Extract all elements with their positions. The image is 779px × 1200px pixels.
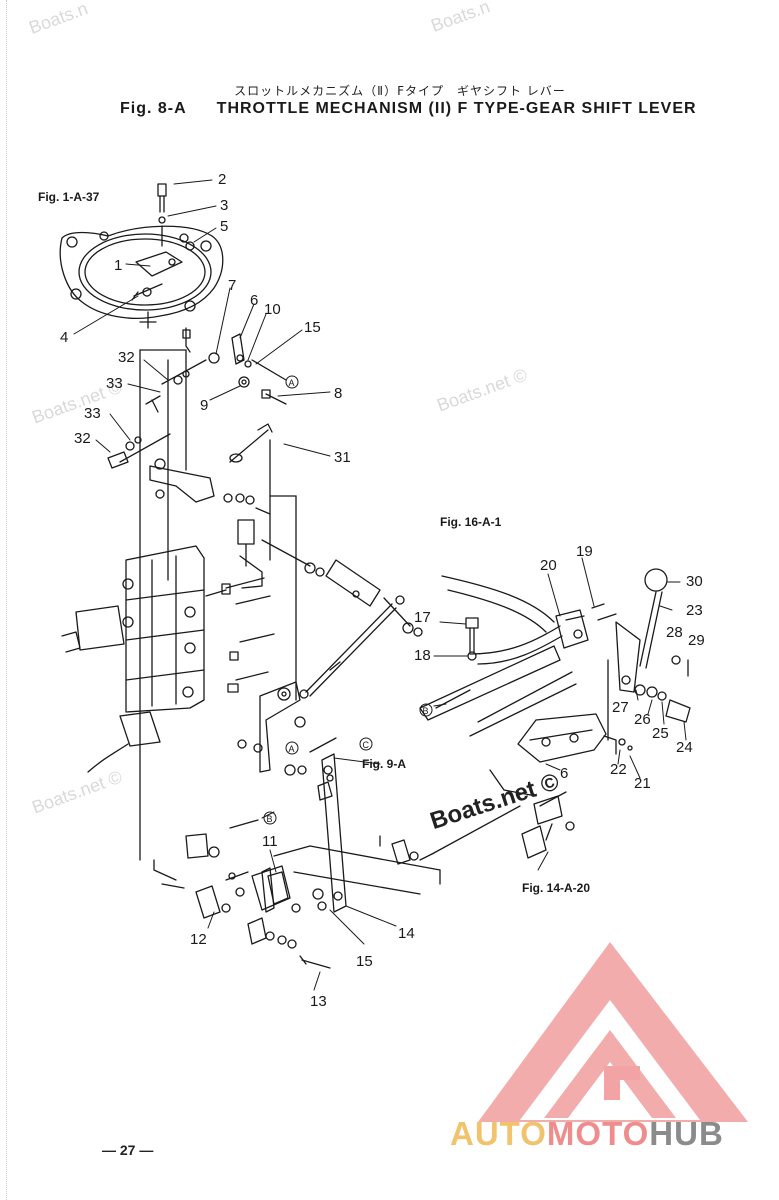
callout-15-bottom: 15	[356, 953, 373, 970]
callout-21: 21	[634, 775, 651, 792]
callout-15-top: 15	[304, 319, 321, 336]
left-linkage	[107, 327, 297, 861]
callout-9: 9	[200, 397, 208, 414]
figure-title: Fig. 8-A THROTTLE MECHANISM (II) F TYPE-G…	[120, 100, 697, 118]
callout-28: 28	[666, 624, 683, 641]
ref-fig-16-a-1: Fig. 16-A-1	[440, 515, 502, 529]
page-number: — 27 —	[102, 1142, 154, 1158]
lower-bracket	[153, 819, 441, 969]
circled-markers: A A B B C	[263, 375, 433, 825]
callout-20: 20	[540, 557, 557, 574]
callout-7: 7	[228, 277, 236, 294]
callout-12: 12	[190, 931, 207, 948]
callout-8: 8	[334, 385, 342, 402]
callout-13: 13	[310, 993, 327, 1010]
logo-moto: MOTO	[546, 1115, 650, 1152]
callout-10: 10	[264, 301, 281, 318]
callout-18: 18	[414, 647, 431, 664]
automotohub-logo-text: AUTOMOTOHUB	[450, 1115, 724, 1153]
ref-fig-14-a-20: Fig. 14-A-20	[522, 881, 590, 895]
callout-3: 3	[220, 197, 228, 214]
marker-a-mid: A	[289, 744, 295, 754]
marker-c: C	[363, 740, 370, 750]
marker-b-right: B	[423, 706, 429, 716]
japanese-title: スロットルメカニズム（Ⅱ）Fタイプ ギヤシフト レバー	[234, 84, 566, 98]
callout-33-top: 33	[106, 375, 123, 392]
ref-fig-9-a: Fig. 9-A	[362, 757, 406, 771]
callout-27: 27	[612, 699, 629, 716]
figure-number: Fig. 8-A	[120, 100, 187, 117]
callout-2: 2	[218, 171, 226, 188]
callout-17: 17	[414, 609, 431, 626]
callout-32-bottom: 32	[74, 430, 91, 447]
callout-31: 31	[334, 449, 351, 466]
logo-hub: HUB	[649, 1115, 724, 1152]
callout-26: 26	[634, 711, 651, 728]
callout-11: 11	[262, 833, 278, 850]
callout-33-bottom: 33	[84, 405, 101, 422]
cover-plate	[59, 183, 224, 329]
callout-6: 6	[250, 292, 258, 309]
callout-14: 14	[398, 925, 415, 942]
callout-24: 24	[676, 739, 693, 756]
automotohub-logo-mark	[478, 942, 748, 1122]
callout-4: 4	[60, 329, 68, 346]
marker-a-top: A	[289, 378, 295, 388]
marker-b-bottom: B	[267, 814, 273, 824]
shift-box-assembly	[379, 568, 691, 865]
main-bracket	[61, 458, 275, 773]
callout-23: 23	[686, 602, 703, 619]
throttle-cable	[261, 539, 423, 697]
logo-auto: AUTO	[450, 1115, 547, 1152]
callout-30: 30	[686, 573, 703, 590]
callout-22: 22	[610, 761, 627, 778]
leader-lines	[73, 179, 687, 991]
ref-fig-1-a-37: Fig. 1-A-37	[38, 190, 100, 204]
figure-caption: THROTTLE MECHANISM (II) F TYPE-GEAR SHIF…	[216, 100, 697, 117]
callout-1: 1	[114, 257, 122, 274]
figure-references: Fig. 1-A-37 Fig. 16-A-1 Fig. 9-A Fig. 14…	[38, 190, 590, 895]
shift-arm	[237, 681, 347, 913]
callout-19: 19	[576, 543, 593, 560]
callout-6-right: 6	[560, 765, 568, 782]
scan-edge-dots	[6, 0, 9, 1200]
callout-labels: 2 3 5 1 4 7 6 10 15 9 8 31 32 33 33 32 1…	[60, 171, 705, 1010]
callout-5: 5	[220, 218, 228, 235]
callout-25: 25	[652, 725, 669, 742]
callout-32-top: 32	[118, 349, 135, 366]
callout-29: 29	[688, 632, 705, 649]
